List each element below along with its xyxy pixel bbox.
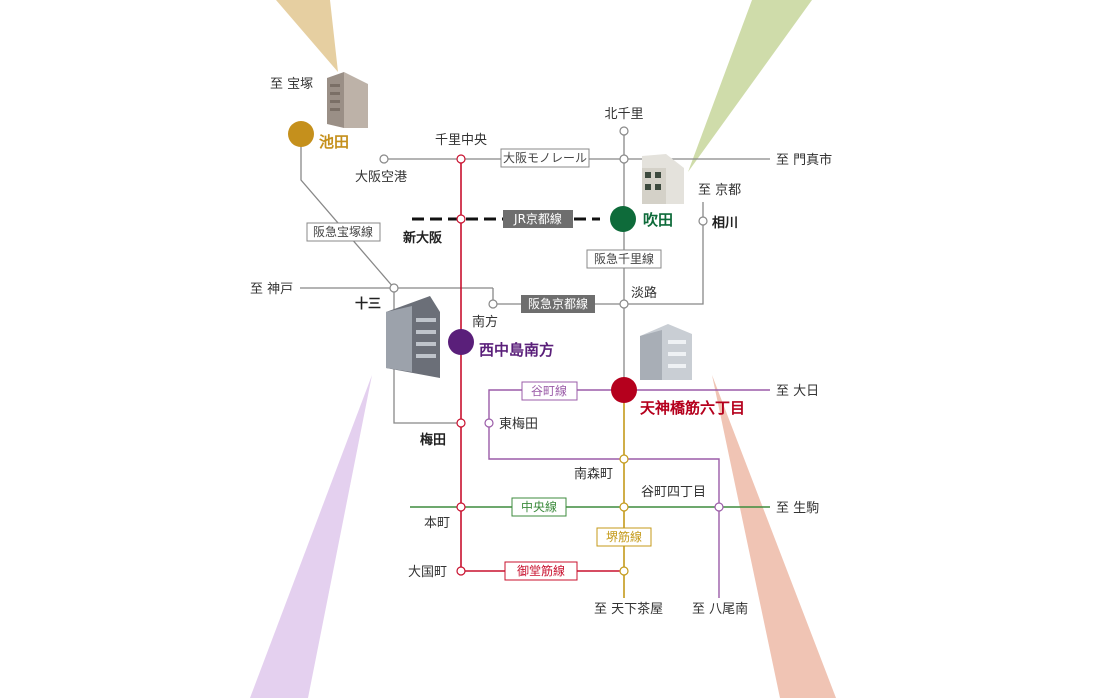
station-dot-ebisucho: [619, 566, 629, 576]
dest-label-yao: 至 八尾南: [692, 601, 748, 617]
line-tag-chuo: 中央線: [511, 497, 567, 517]
chuo-label: 中央線: [521, 499, 557, 514]
hub-label-tenjinbashi: 天神橋筋六丁目: [640, 399, 745, 417]
building-tenjinbashi: [640, 324, 692, 380]
building-suita: [642, 154, 684, 204]
line-tag-midosuji: 御堂筋線: [504, 561, 578, 581]
hub-label-suita: 吹田: [643, 211, 673, 229]
station-label-aikawa: 相川: [712, 215, 738, 231]
station-dot-kita-senri: [619, 126, 629, 136]
line-tag-osaka-monorail: 大阪モノレール: [500, 148, 590, 168]
dest-label-takarazuka: 至 宝塚: [270, 77, 313, 92]
hankyu-senri-label: 阪急千里線: [594, 251, 654, 266]
station-label-osaka-airport: 大阪空港: [355, 170, 407, 185]
station-label-honmachi: 本町: [424, 516, 450, 531]
dest-label-kyoto: 至 京都: [698, 183, 741, 198]
ikeda-light-beam: [276, 0, 338, 72]
line-tag-hankyu-takarazuka: 阪急宝塚線: [306, 222, 381, 242]
station-label-minami-morimachi: 南森町: [574, 466, 613, 482]
minor-station-dots: [379, 126, 724, 576]
station-label-kita-senri: 北千里: [604, 107, 643, 122]
station-dot-awaji: [619, 299, 629, 309]
building-ikeda: [327, 72, 368, 128]
station-label-juso: 十三: [355, 296, 381, 312]
hub-label-ikeda: 池田: [319, 133, 349, 151]
dest-label-dainichi: 至 大日: [776, 384, 819, 399]
hub-label-nishinakajima: 西中島南方: [479, 341, 554, 359]
station-dot-osaka-airport: [379, 154, 389, 164]
station-label-tanimachi-4: 谷町四丁目: [641, 485, 706, 500]
dest-label-kadoma: 至 門真市: [776, 152, 832, 168]
station-dot-tanimachi-4: [714, 502, 724, 512]
station-label-umeda: 梅田: [420, 432, 446, 448]
station-dot-juso: [389, 283, 399, 293]
suita-light-beam: [688, 0, 812, 172]
station-label-awaji: 淡路: [631, 285, 657, 301]
station-dot-aikawa: [698, 216, 708, 226]
station-dot-higashi-umeda: [484, 418, 494, 428]
line-tag-hankyu-kyoto: 阪急京都線: [521, 295, 595, 313]
line-tag-tanimachi: 谷町線: [521, 381, 578, 401]
dest-label-ikoma: 至 生駒: [776, 501, 819, 516]
building-nishinakajima: [386, 296, 440, 378]
station-dot-daikokucho: [456, 566, 466, 576]
osaka-monorail-label: 大阪モノレール: [503, 151, 587, 165]
nishinakajima-light-beam: [250, 375, 372, 698]
hub-marker-ikeda: [288, 121, 314, 147]
station-label-shin-osaka: 新大阪: [403, 230, 443, 246]
hub-marker-nishinakajima: [448, 329, 474, 355]
dest-label-kobe: 至 神戸: [250, 282, 293, 297]
hankyu-kyoto-label: 阪急京都線: [528, 296, 588, 311]
tenjinbashi-light-beam: [712, 375, 836, 698]
station-label-higashi-umeda: 東梅田: [499, 416, 538, 432]
station-dot-minami-morimachi: [619, 454, 629, 464]
station-dot-senri-chuo: [456, 154, 466, 164]
midosuji-label: 御堂筋線: [517, 563, 565, 578]
jr-kyoto-label: JR京都線: [513, 211, 562, 226]
dest-label-tengachaya: 至 天下茶屋: [594, 601, 663, 617]
tanimachi-label: 谷町線: [531, 383, 567, 398]
line-tag-sakaisuji: 堺筋線: [596, 527, 652, 547]
station-label-minamikata: 南方: [472, 314, 498, 330]
hankyu-takarazuka-label: 阪急宝塚線: [313, 224, 373, 239]
hub-marker-tenjinbashi: [611, 377, 637, 403]
station-label-senri-chuo: 千里中央: [435, 133, 487, 148]
station-label-daikokucho: 大国町: [408, 565, 447, 580]
station-dot-honmachi: [456, 502, 466, 512]
sakaisuji-label: 堺筋線: [606, 529, 642, 544]
station-dot-shin-osaka: [456, 214, 466, 224]
station-dot-umeda: [456, 418, 466, 428]
station-dot-minamikata: [488, 299, 498, 309]
line-tag-jr-kyoto: JR京都線: [503, 210, 573, 228]
station-dot-sakaisuji-honmachi: [619, 502, 629, 512]
line-tag-hankyu-senri: 阪急千里線: [586, 249, 662, 269]
hub-marker-suita: [610, 206, 636, 232]
station-dot-monorail-junction: [619, 154, 629, 164]
